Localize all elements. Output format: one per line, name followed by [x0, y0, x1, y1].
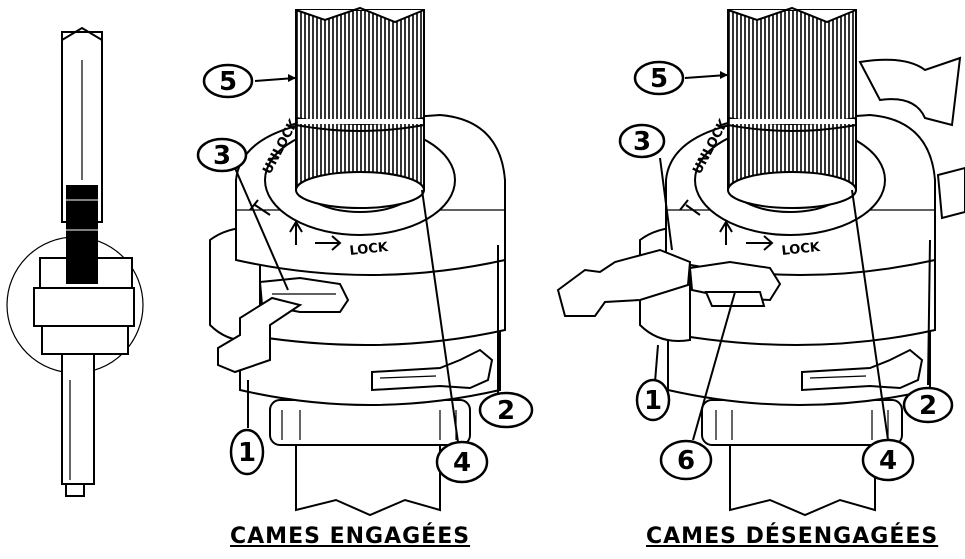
- svg-text:4: 4: [879, 446, 897, 476]
- arrow-glyph-left-3: [315, 235, 342, 251]
- callout-3-left: 3: [196, 137, 248, 173]
- callout-6-right: 6: [659, 439, 713, 481]
- callout-3-right: 3: [618, 123, 666, 159]
- svg-text:5: 5: [219, 67, 237, 97]
- arrow-glyph-right-1: [679, 199, 701, 216]
- callout-4-left: 4: [435, 440, 489, 484]
- caption-cams-engaged: CAMES ENGAGÉES: [230, 524, 471, 549]
- callout-4-right: 4: [861, 438, 915, 482]
- svg-text:1: 1: [644, 386, 662, 416]
- svg-text:4: 4: [453, 448, 471, 478]
- callout-5-left: 5: [202, 63, 254, 99]
- svg-text:3: 3: [633, 127, 651, 157]
- svg-text:6: 6: [677, 446, 695, 476]
- svg-text:5: 5: [650, 64, 668, 94]
- lock-label-left: LOCK: [349, 240, 390, 259]
- arrow-glyph-left-2: [289, 220, 303, 245]
- arrow-glyph-right-3: [746, 235, 774, 251]
- leader-lines-right: [654, 71, 931, 441]
- overview-tool: [6, 26, 144, 497]
- callout-2-right: 2: [902, 386, 954, 424]
- callout-1-right: 1: [635, 378, 671, 422]
- disengaged-assembly: [556, 6, 965, 517]
- svg-text:2: 2: [497, 396, 515, 426]
- svg-text:3: 3: [213, 141, 231, 171]
- arrow-glyph-right-2: [719, 220, 733, 245]
- engaged-assembly: [209, 6, 506, 517]
- svg-text:2: 2: [919, 391, 937, 421]
- callout-1-left: 1: [229, 428, 265, 476]
- arrow-glyph-left-1: [249, 199, 271, 216]
- callout-2-left: 2: [478, 391, 534, 429]
- svg-text:1: 1: [238, 438, 256, 468]
- caption-cams-disengaged: CAMES DÉSENGAGÉES: [646, 524, 939, 549]
- lock-label-right: LOCK: [781, 240, 822, 259]
- callout-5-right: 5: [633, 60, 685, 96]
- leader-lines-left: [234, 74, 499, 443]
